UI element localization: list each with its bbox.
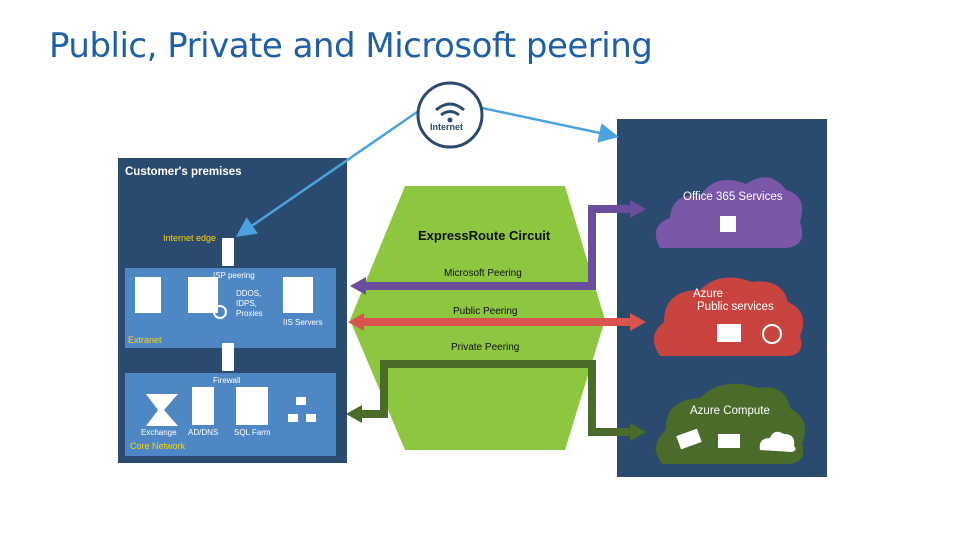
private-peering-label: Private Peering [451, 342, 520, 353]
compute-network-icon [718, 434, 740, 448]
microsoft-peering-label: Microsoft Peering [444, 268, 522, 279]
server-icons [135, 216, 741, 425]
firewall-server-icon [222, 343, 234, 371]
core-network-label: Core Network [130, 441, 186, 451]
azure-public-cloud [653, 277, 804, 356]
firewall-label: Firewall [213, 376, 241, 385]
ad-server-icon [192, 387, 214, 425]
azure-public-server-icon [717, 324, 741, 342]
sql-farm-label: SQL Farm [234, 428, 271, 437]
page-title: Public, Private and Microsoft peering [49, 26, 653, 66]
exchange-label: Exchange [141, 428, 177, 437]
microsoft-peering-arrow [350, 200, 646, 295]
chip-icon [676, 428, 702, 450]
office365-label: Office 365 Services [683, 191, 783, 203]
customer-premises-label: Customer's premises [125, 166, 242, 178]
public-peering-label: Public Peering [453, 306, 518, 317]
azure-compute-label: Azure Compute [690, 405, 770, 417]
public-peering-arrow [348, 313, 646, 331]
office-server-icon [720, 216, 736, 232]
iis-server-icon [283, 277, 313, 313]
private-peering-arrow [346, 360, 646, 441]
internet-edge-label: Internet edge [163, 233, 217, 243]
internet-globe [416, 81, 484, 149]
edge-server-icon [222, 238, 234, 266]
expressroute-circuit-label: ExpressRoute Circuit [418, 228, 551, 243]
azure-public-label-line2: Public services [697, 301, 774, 313]
ddos-server-icon [188, 277, 218, 313]
iis-servers-label: IIS Servers [283, 318, 323, 327]
globe-icon [213, 305, 782, 344]
azure-public-label-line1: Azure [693, 288, 724, 300]
azure-compute-cloud [655, 383, 806, 464]
proxies-label: Proxies [236, 309, 263, 318]
internet-label: Internet [430, 122, 464, 132]
network-icon [288, 397, 316, 422]
isp-peering-label: ISP peering [213, 271, 255, 280]
ad-dns-label: AD/DNS [188, 428, 219, 437]
extranet-server-icon [135, 277, 161, 313]
idps-label: IDPS, [236, 299, 257, 308]
compute-icons [676, 428, 796, 452]
cloud-icon [759, 431, 796, 452]
internet-to-edge-line [235, 108, 421, 237]
extranet-label: Extranet [128, 335, 162, 345]
internet-to-cloud-line [481, 106, 619, 143]
exchange-icon [146, 394, 178, 426]
sql-server-icon [236, 387, 268, 425]
office365-cloud [655, 177, 803, 248]
ddos-label: DDOS, [236, 289, 262, 298]
